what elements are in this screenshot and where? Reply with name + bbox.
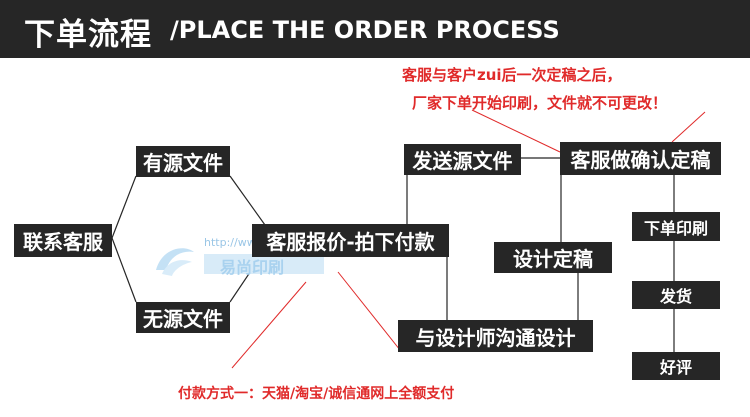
- title-bar: 下单流程 /PLACE THE ORDER PROCESS: [0, 0, 750, 58]
- step-contact-service: 联系客服: [14, 224, 112, 257]
- step-no-source: 无源文件: [136, 302, 230, 333]
- watermark: http://www. 易尚印刷: [150, 236, 330, 282]
- step-design-finalize: 设计定稿: [494, 242, 612, 273]
- watermark-band: [204, 254, 324, 274]
- step-review: 好评: [632, 352, 720, 380]
- step-confirm-final: 客服做确认定稿: [560, 142, 721, 175]
- note-bottom-payment: 付款方式一：天猫/淘宝/诚信通网上全额支付: [178, 386, 455, 402]
- step-print-order: 下单印刷: [632, 212, 720, 241]
- step-ship: 发货: [632, 281, 720, 309]
- page-title: 下单流程: [24, 17, 152, 53]
- step-send-source: 发送源文件: [404, 144, 521, 175]
- note-top-line1: 客服与客户zui后一次定稿之后，: [402, 66, 622, 84]
- watermark-logo-icon: [156, 248, 194, 276]
- page-subtitle: /PLACE THE ORDER PROCESS: [170, 16, 560, 44]
- step-design-communicate: 与设计师沟通设计: [398, 320, 593, 352]
- watermark-url: http://www.: [204, 236, 268, 249]
- step-has-source: 有源文件: [136, 146, 230, 177]
- note-top-line2: 厂家下单开始印刷，文件就不可更改！: [412, 94, 668, 112]
- step-quote-pay: 客服报价-拍下付款: [252, 224, 449, 257]
- watermark-brand: 易尚印刷: [220, 258, 285, 277]
